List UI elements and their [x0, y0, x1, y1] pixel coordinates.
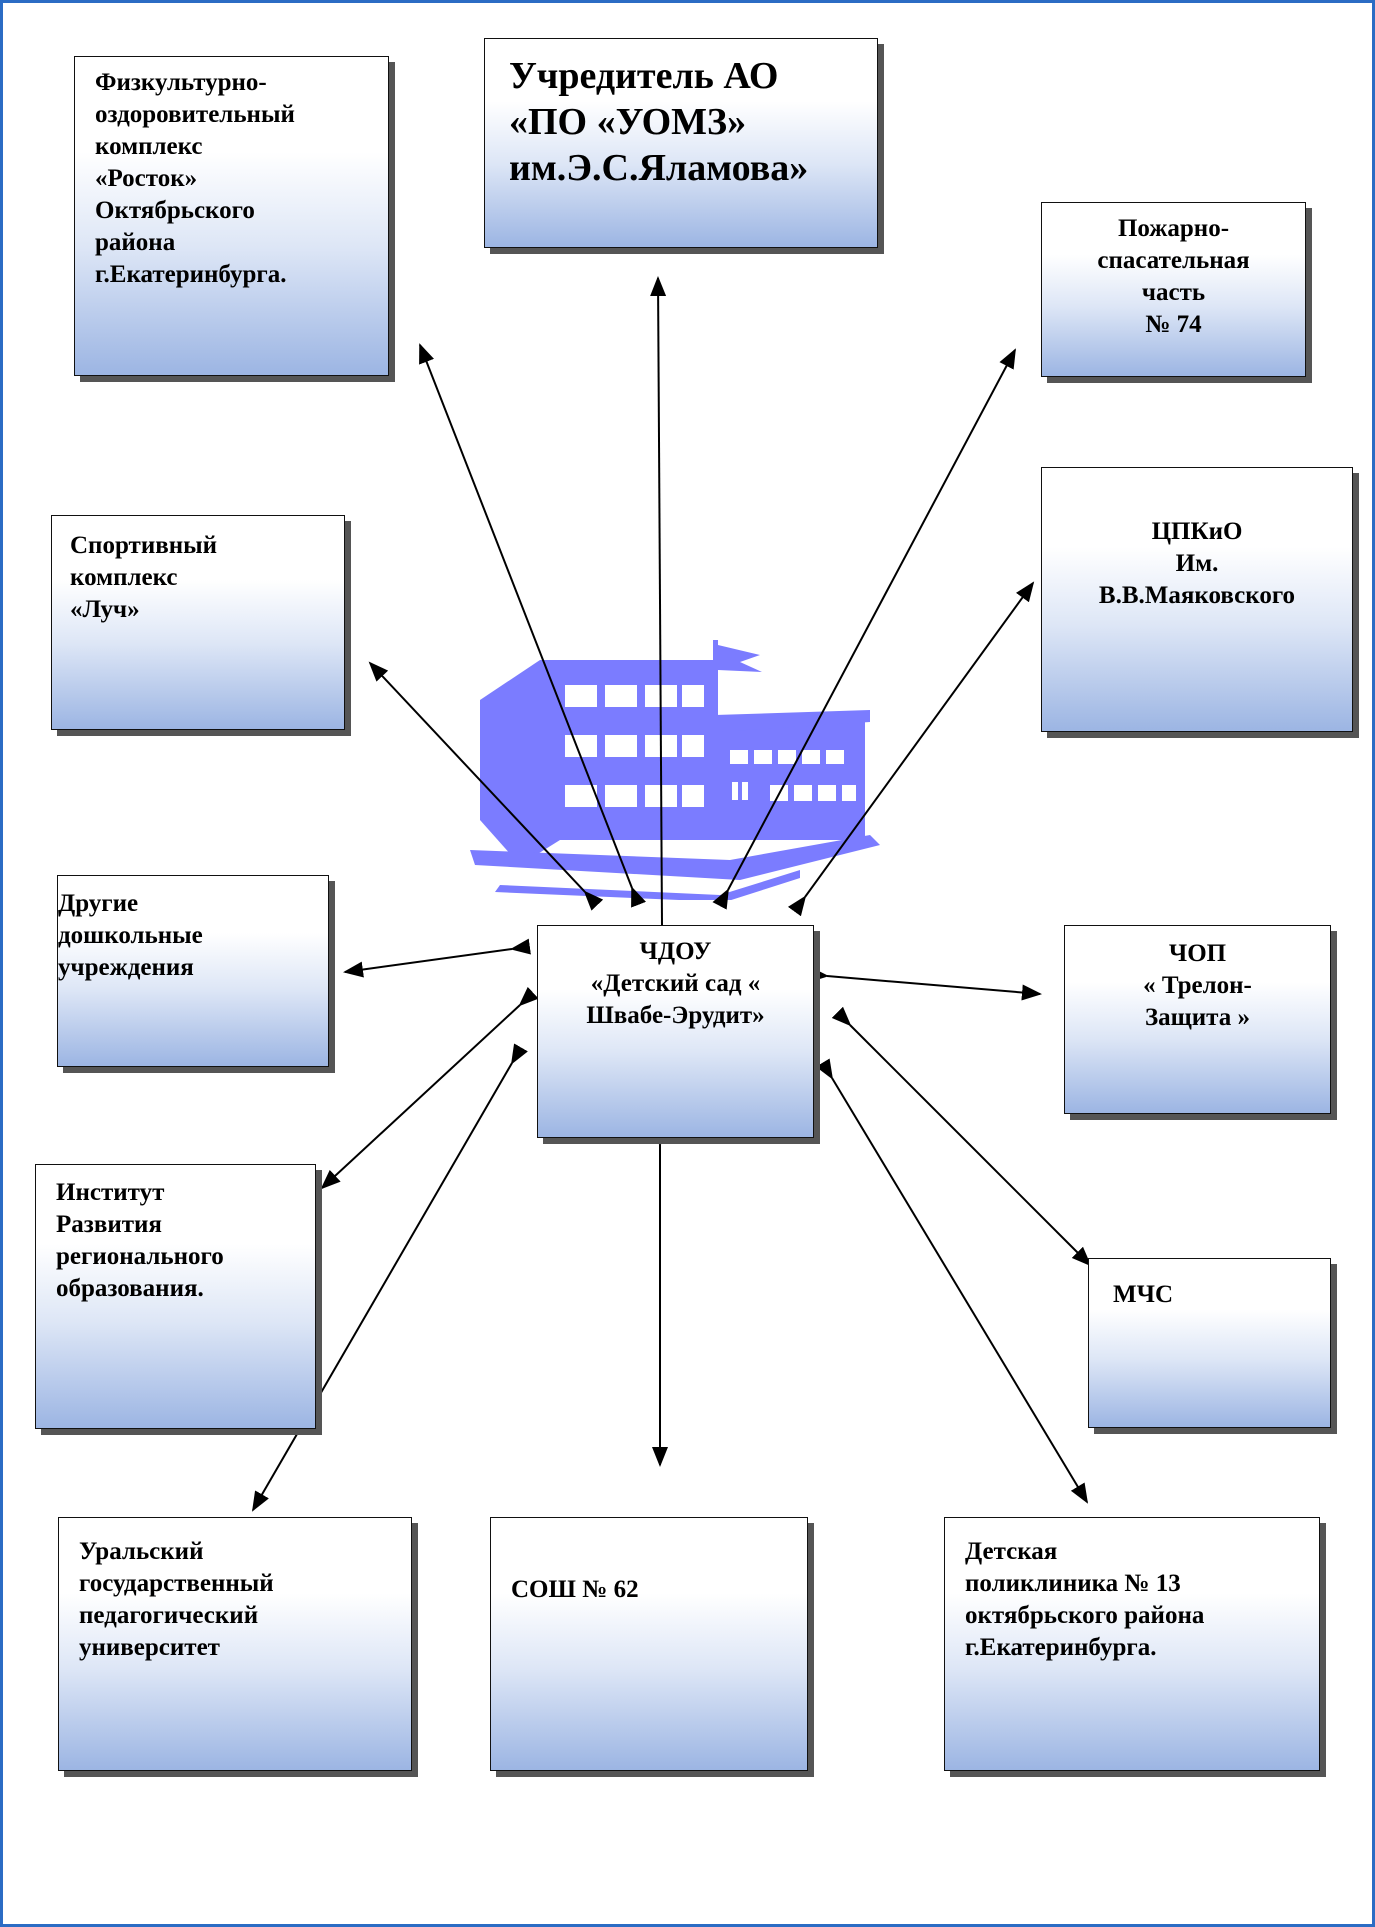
- node-rostok: Физкультурно- оздоровительный комплекс «…: [74, 56, 389, 376]
- node-ugpu: Уральский государственный педагогический…: [58, 1517, 412, 1771]
- node-luch-label: Спортивный комплекс «Луч»: [70, 532, 218, 623]
- node-mchs: МЧС: [1088, 1258, 1331, 1428]
- node-drugie-label: Другие дошкольные учреждения: [58, 890, 203, 981]
- node-sosh-label: СОШ № 62: [511, 1576, 639, 1603]
- node-center-label: ЧДОУ «Детский сад « Швабе-Эрудит»: [586, 938, 765, 1029]
- node-uchreditel: Учредитель АО «ПО «УОМЗ» им.Э.С.Яламова»: [484, 38, 878, 248]
- node-ugpu-label: Уральский государственный педагогический…: [79, 1538, 274, 1661]
- arrow-chop: [808, 966, 1042, 1001]
- node-cpkio-label: ЦПКиО Им. В.В.Маяковского: [1098, 518, 1296, 609]
- arrow-cpkio: [787, 581, 1035, 917]
- arrow-mchs: [831, 1006, 1092, 1267]
- arrow-uchreditel: [650, 276, 671, 944]
- arrow-drugie: [343, 938, 531, 978]
- arrow-institut: [320, 986, 539, 1190]
- node-uchreditel-label: Учредитель АО «ПО «УОМЗ» им.Э.С.Яламова»: [509, 55, 809, 189]
- node-pozhar: Пожарно- спасательная часть № 74: [1041, 202, 1306, 377]
- node-luch: Спортивный комплекс «Луч»: [51, 515, 345, 730]
- node-pozhar-label: Пожарно- спасательная часть № 74: [1097, 215, 1250, 338]
- arrow-poliklinika: [815, 1058, 1089, 1504]
- arrow-ugpu: [251, 1043, 528, 1512]
- node-chop-label: ЧОП « Трелон- Защита »: [1143, 940, 1252, 1031]
- node-chop: ЧОП « Трелон- Защита »: [1064, 925, 1331, 1114]
- node-poliklinika-label: Детская поликлиника № 13 октябрьского ра…: [965, 1538, 1205, 1661]
- node-mchs-label: МЧС: [1113, 1281, 1173, 1308]
- node-rostok-label: Физкультурно- оздоровительный комплекс «…: [95, 69, 295, 288]
- node-poliklinika: Детская поликлиника № 13 октябрьского ра…: [944, 1517, 1320, 1771]
- node-institut: Институт Развития регионального образова…: [35, 1164, 316, 1429]
- node-drugie: Другие дошкольные учреждения: [57, 875, 329, 1067]
- node-center: ЧДОУ «Детский сад « Швабе-Эрудит»: [537, 925, 814, 1138]
- node-cpkio: ЦПКиО Им. В.В.Маяковского: [1041, 467, 1353, 732]
- arrow-pozhar: [712, 348, 1016, 910]
- node-sosh: СОШ № 62: [490, 1517, 808, 1771]
- arrow-luch: [368, 661, 604, 911]
- arrow-rostok: [419, 343, 646, 908]
- node-institut-label: Институт Развития регионального образова…: [56, 1179, 224, 1302]
